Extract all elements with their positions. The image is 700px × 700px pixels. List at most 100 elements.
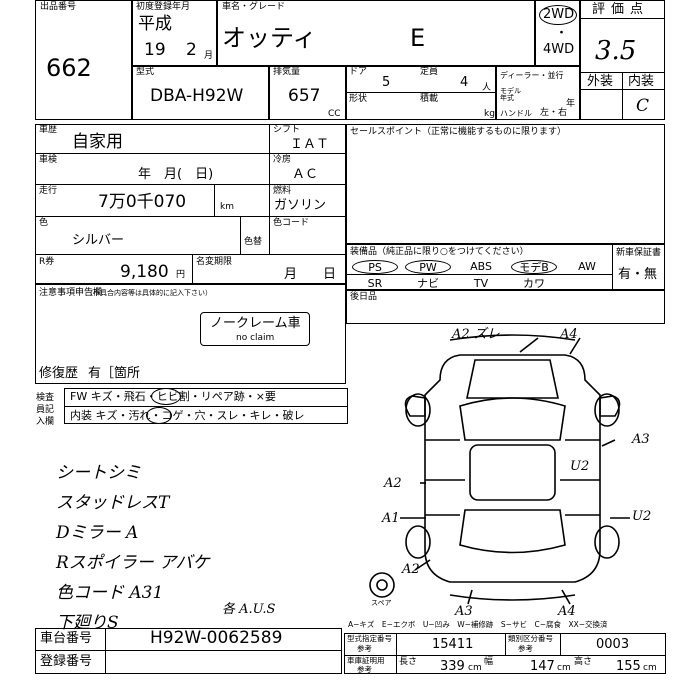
kg-unit: kg [484,109,495,119]
damage-legend: A−キズ E−エクボ U−凹み W−補修跡 S−サビ C−腐食 XX−交換済 [348,620,608,629]
equipment-label: 装備品（純正品に限り○をつけてください） [350,247,529,257]
sales-point-box [346,124,665,244]
year-unit: 年 [566,99,576,109]
width: 147 [530,659,555,674]
type-cert: 15411 [432,637,474,652]
equipment-label: TV [473,277,489,290]
recycle-label: R券 [39,257,55,267]
first-reg-box [132,0,217,66]
equipment-item: カワ [511,277,557,291]
displacement-label: 排気量 [273,67,301,77]
notes-sub: （不具合内容等は具体的に記入下さい） [86,289,212,297]
notes-box [35,284,346,384]
displacement-box [269,66,346,120]
doors: 5 [382,75,391,90]
equipment-label: モデB [519,261,549,274]
equipment-label: ナビ [417,277,439,290]
fuel: ガソリン [274,198,327,213]
shift: ＩＡＴ [290,137,330,152]
equipment-label: ABS [470,260,492,273]
damage-mark: A1 [382,511,400,526]
equipment-label: PW [419,261,437,274]
recycle-fee: 9,180 [120,262,169,282]
mileage: 7万0千070 [98,192,187,212]
usage-box [35,124,346,284]
score: 3.5 [595,36,637,66]
drive-4wd: 4WD [543,42,575,57]
height: 155 [616,659,641,674]
damage-mark: A3 [455,604,473,619]
reg-label: 登録番号 [40,654,93,669]
warranty-label: 新車保証書 [616,248,662,258]
chassis-label: 車台番号 [40,631,93,646]
drive-2wd-circle [539,5,577,25]
damage-mark: U2 [632,509,652,524]
cm-unit-1: cm [468,663,482,673]
damage-mark: U2 [570,459,590,474]
handwritten-line: スタッドレスT [56,493,170,513]
equipment-label: PS [368,261,382,274]
fuel-label: 燃料 [273,186,292,196]
damage-mark: A3 [632,432,650,447]
after-market-label: 後日品 [350,292,378,302]
type-cert-label: 型式指定番号 [347,634,392,643]
repair-label: 修復歴 [39,366,79,381]
month: 2 [186,40,197,60]
cm-unit-3: cm [643,663,657,673]
lot-number: 662 [46,54,92,82]
handle-label: ハンドル [500,109,532,118]
history: 自家用 [72,132,123,152]
displacement: 657 [288,86,321,106]
equipment-item: PW [405,260,451,274]
width-label: 幅 [484,657,494,667]
inspector-label: 検査員記入欄 [36,393,55,427]
drive-2wd: 2WD [543,7,575,22]
repair-value: 有［箇所 [88,366,141,381]
equipment-item: TV [458,277,504,291]
damage-mark: A2 ズレ [452,327,500,342]
equipment-item: ABS [458,260,504,274]
person-unit: 人 [482,83,492,93]
interior-label: 内装 [628,74,655,89]
car-name: オッティ [222,24,317,52]
damage-mark: A4 [558,604,576,619]
lot-label: 出品番号 [40,2,77,12]
handwritten-line: Dミラー A [56,523,139,543]
first-reg-label: 初度登録年月 [136,2,191,12]
history-label: 車歴 [39,125,58,135]
era: 平成 [138,14,172,34]
equipment-item: PS [352,260,398,274]
handwritten-notes: シートシミ スタッドレスT Dミラー A Rスポイラー アバケ 色コード A31… [56,458,210,638]
capacity-label: 定員 [420,67,439,77]
handwritten-line: シートシミ [56,463,141,483]
month-unit: 月 [204,51,214,61]
model-box [132,66,269,120]
inspector-row-2: 内装 キズ・汚れ・コゲ・穴・スレ・キレ・破レ [70,409,305,422]
load-label: 積載 [420,94,439,104]
dealer-box [496,66,580,120]
km-unit: km [220,202,234,212]
ac: ＡＣ [292,167,319,182]
warranty-value: 有・無 [618,267,658,282]
name-box [217,0,535,66]
grade: E [410,24,426,52]
capacity: 4 [460,75,469,90]
interior-grade: C [636,96,650,116]
equipment-item: ナビ [405,277,451,291]
inspection-value: 年 月( 日) [138,167,214,182]
name-label: 車名・グレード [222,2,286,12]
chassis-number: H92W-0062589 [150,628,283,648]
equipment-label: AW [578,260,596,273]
car-damage-diagram [369,334,630,605]
equipment-item: SR [352,277,398,291]
color: シルバー [72,233,125,248]
mileage-label: 走行 [39,186,58,196]
damage-mark: A4 [560,327,578,342]
equipment-label: カワ [523,277,545,290]
dirt-circle [146,407,172,424]
after-market-box [346,290,665,324]
ref-label-2: 参考 [518,644,533,653]
class-number: 0003 [596,637,630,652]
year: 19 [144,40,166,60]
handwritten-line: 色コード A31 [56,583,164,603]
